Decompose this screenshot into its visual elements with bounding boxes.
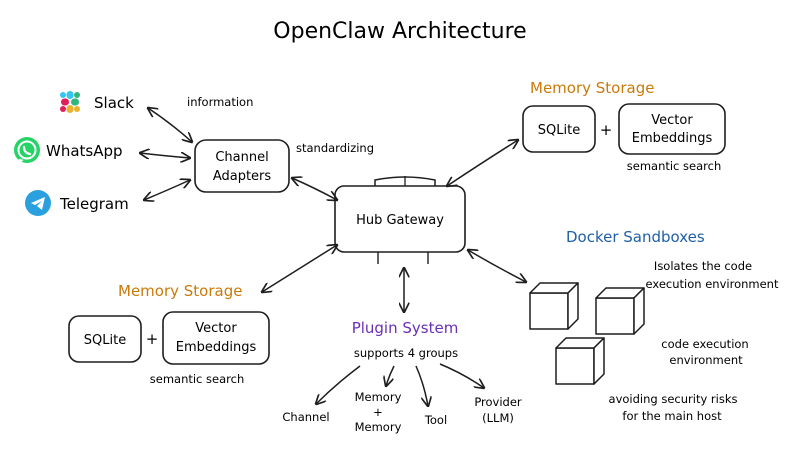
sandbox-cube-2 <box>595 287 645 335</box>
docker-note-1-line1: Isolates the code <box>654 259 752 273</box>
plugin-system-subtitle: supports 4 groups <box>354 346 458 360</box>
plugin-group-provider-line1: Provider <box>474 395 522 409</box>
memory-left-caption: semantic search <box>150 372 245 386</box>
memory-left-sqlite-label: SQLite <box>84 333 126 348</box>
memory-storage-top-heading: Memory Storage <box>530 79 654 97</box>
docker-note-3-line1: avoiding security risks <box>609 392 738 406</box>
memory-left-vector-line1: Vector <box>195 321 237 336</box>
whatsapp-icon <box>14 137 40 164</box>
edge-adapters-hub <box>292 178 337 200</box>
hub-gateway-label: Hub Gateway <box>356 213 444 228</box>
edge-hub-docker <box>468 250 526 282</box>
sandbox-cube-1 <box>529 282 579 330</box>
edge-plugin-channel <box>316 365 361 404</box>
channel-label-slack: Slack <box>94 94 134 112</box>
memory-storage-left: Memory Storage SQLite + Vector Embedding… <box>68 282 270 386</box>
telegram-channel: Telegram <box>25 190 129 216</box>
plugin-group-channel: Channel <box>282 410 329 424</box>
plugin-group-provider-line2: (LLM) <box>482 411 514 425</box>
edge-plugin-provider <box>439 363 484 388</box>
edge-label-standardizing: standardizing <box>296 141 374 155</box>
docker-note-2-line1: code execution <box>661 337 748 351</box>
plugin-system-heading: Plugin System <box>352 319 459 337</box>
whatsapp-channel: WhatsApp <box>14 137 123 164</box>
edge-label-information: information <box>187 95 253 109</box>
edge-hub-memory-left <box>262 245 337 292</box>
edges <box>140 108 526 406</box>
edge-whatsapp-adapters <box>140 153 190 158</box>
docker-note-2-line2: environment <box>669 353 743 367</box>
docker-sandboxes: Docker Sandboxes Isolates the code execu… <box>529 228 779 423</box>
memory-top-caption: semantic search <box>627 159 722 173</box>
plugin-group-memory-line1: Memory <box>355 390 402 404</box>
edge-telegram-adapters <box>144 180 190 200</box>
docker-note-3-line2: for the main host <box>622 409 722 423</box>
channel-adapters-label-line2: Adapters <box>213 169 272 184</box>
memory-top-vector-line1: Vector <box>651 113 693 128</box>
slack-channel: Slack <box>60 91 134 113</box>
memory-top-sqlite-label: SQLite <box>538 123 580 138</box>
memory-left-plus: + <box>146 330 159 348</box>
memory-top-plus: + <box>600 121 613 139</box>
telegram-icon <box>25 190 51 216</box>
docker-sandboxes-heading: Docker Sandboxes <box>566 228 705 246</box>
edge-plugin-tool <box>415 365 428 406</box>
plugin-system: Plugin System supports 4 groups Channel … <box>282 319 522 434</box>
plugin-group-tool: Tool <box>424 413 447 427</box>
channel-label-whatsapp: WhatsApp <box>46 142 123 160</box>
docker-note-1-line2: execution environment <box>646 277 779 291</box>
slack-icon <box>60 91 80 113</box>
edge-slack-adapters <box>148 108 192 142</box>
channel-adapters-node: Channel Adapters <box>194 139 290 193</box>
channel-label-telegram: Telegram <box>59 195 129 213</box>
memory-storage-top: Memory Storage SQLite + Vector Embedding… <box>522 79 726 173</box>
hub-gateway-node: Hub Gateway <box>334 176 466 264</box>
edge-hub-memory-top <box>447 140 518 186</box>
edge-plugin-memory <box>386 365 395 386</box>
diagram-title: OpenClaw Architecture <box>273 19 526 44</box>
memory-left-vector-line2: Embeddings <box>176 340 257 355</box>
plugin-group-memory-line2: + <box>373 405 383 419</box>
sandbox-cube-3 <box>555 337 605 385</box>
plugin-group-memory-line3: Memory <box>355 420 402 434</box>
channel-adapters-label-line1: Channel <box>215 150 268 165</box>
memory-storage-left-heading: Memory Storage <box>118 282 242 300</box>
memory-top-vector-line2: Embeddings <box>632 131 713 146</box>
